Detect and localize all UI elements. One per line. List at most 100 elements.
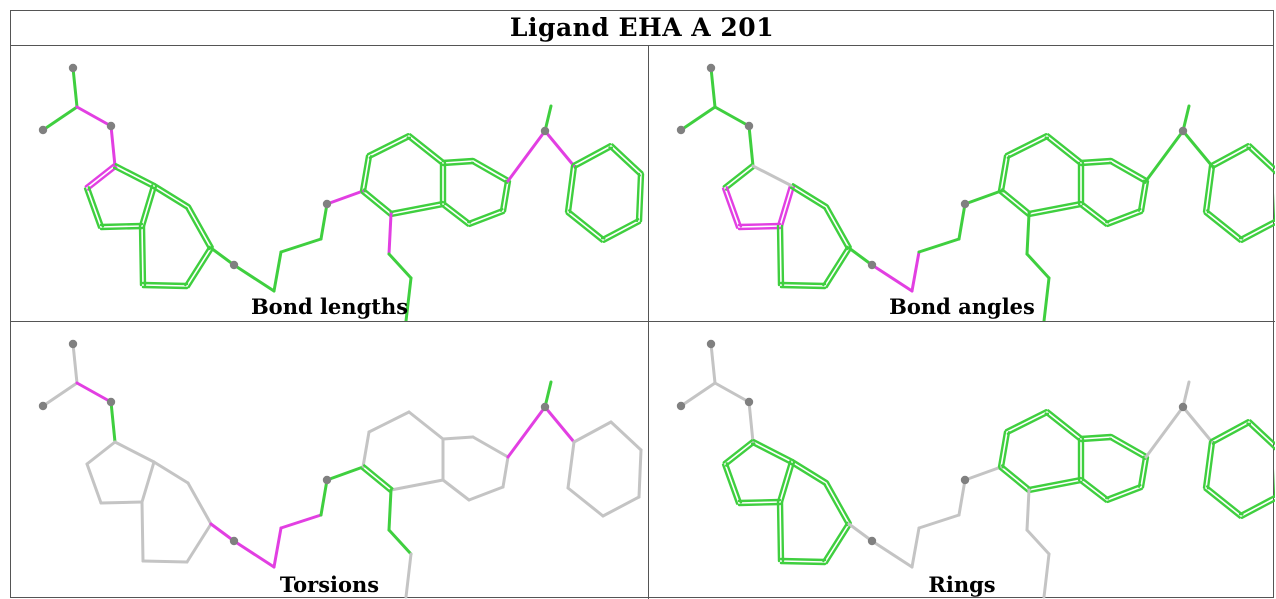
atom-sphere <box>540 126 550 136</box>
bond <box>998 467 1029 493</box>
bond <box>779 561 827 566</box>
bond <box>870 539 914 569</box>
panel-bond-lengths: Bond lengths <box>11 46 649 322</box>
bond <box>713 105 751 128</box>
bond <box>470 161 509 184</box>
bond <box>722 163 753 188</box>
bond <box>363 464 394 490</box>
bond <box>780 500 785 563</box>
bond <box>825 523 852 565</box>
bond <box>1044 136 1081 166</box>
bond <box>141 281 189 286</box>
bond <box>84 163 115 188</box>
bond <box>543 380 553 409</box>
bond <box>957 478 967 517</box>
bond <box>1044 412 1081 442</box>
bond <box>725 462 743 504</box>
molecule-diagram <box>38 63 645 321</box>
bond <box>1249 143 1275 170</box>
bond <box>138 184 154 227</box>
bond <box>506 405 547 459</box>
bond <box>407 410 445 441</box>
validation-figure: Ligand EHA A 201 Bond lengths Bond angle… <box>10 10 1275 599</box>
bond <box>390 204 445 218</box>
atom-sphere <box>68 63 78 73</box>
bond <box>847 522 874 543</box>
bond <box>1240 498 1275 519</box>
bond <box>404 552 413 599</box>
bond <box>637 448 643 499</box>
bond <box>725 442 756 467</box>
bond <box>359 154 369 192</box>
bond <box>826 204 852 249</box>
bond <box>1006 412 1050 435</box>
bond <box>1246 422 1275 451</box>
bond <box>737 222 782 227</box>
bond <box>543 129 576 168</box>
bond <box>910 526 921 569</box>
bond <box>140 500 145 563</box>
bond <box>87 166 118 191</box>
bond <box>1105 207 1142 224</box>
bond <box>1025 528 1051 556</box>
bond <box>1042 552 1051 599</box>
bond <box>138 224 143 287</box>
bond <box>1206 441 1216 490</box>
panel-bond-angles: Bond angles <box>649 46 1275 322</box>
bond <box>572 420 613 444</box>
bond <box>1110 434 1149 457</box>
molecule-diagram <box>676 339 1275 599</box>
bond <box>721 187 739 229</box>
panel-caption: Bond angles <box>889 294 1035 319</box>
bond <box>209 246 236 267</box>
atom-sphere <box>38 125 48 135</box>
bond <box>1001 464 1032 490</box>
bond <box>1001 188 1032 214</box>
bond <box>709 66 717 109</box>
bond <box>713 381 751 404</box>
bond <box>1141 456 1150 489</box>
bond <box>1108 161 1147 184</box>
bond <box>779 285 827 290</box>
bond <box>1081 201 1110 224</box>
bond <box>499 179 508 212</box>
figure-title: Ligand EHA A 201 <box>11 11 1273 46</box>
bond <box>747 400 755 444</box>
bond <box>1004 133 1048 156</box>
bond <box>360 467 391 493</box>
bond <box>1211 146 1252 169</box>
bond <box>543 405 576 444</box>
bond <box>71 66 79 109</box>
bond <box>99 226 144 231</box>
atom-sphere <box>744 121 754 131</box>
bond <box>1079 437 1113 443</box>
bond <box>141 285 189 290</box>
bond <box>361 430 371 469</box>
bond <box>1137 179 1146 212</box>
bond <box>387 528 413 556</box>
bond <box>1004 409 1048 432</box>
panel-rings: Rings <box>649 322 1275 599</box>
bond <box>209 522 236 543</box>
bond <box>142 224 147 287</box>
bond <box>1181 129 1214 168</box>
bond <box>1079 161 1113 167</box>
atom-sphere <box>106 121 116 131</box>
bond <box>1141 180 1150 213</box>
bond <box>1110 158 1149 181</box>
bond <box>140 460 156 504</box>
bond <box>1047 133 1084 163</box>
bond <box>608 146 641 177</box>
bond <box>751 164 794 188</box>
bond <box>1079 433 1113 439</box>
bond <box>789 462 827 486</box>
bond <box>847 246 874 267</box>
bond <box>1206 165 1216 214</box>
bond <box>1079 157 1113 163</box>
bond <box>1181 405 1214 444</box>
bond <box>441 161 475 167</box>
bond <box>467 485 505 502</box>
bond <box>826 480 852 525</box>
bond <box>503 180 512 213</box>
bond <box>1078 204 1107 227</box>
